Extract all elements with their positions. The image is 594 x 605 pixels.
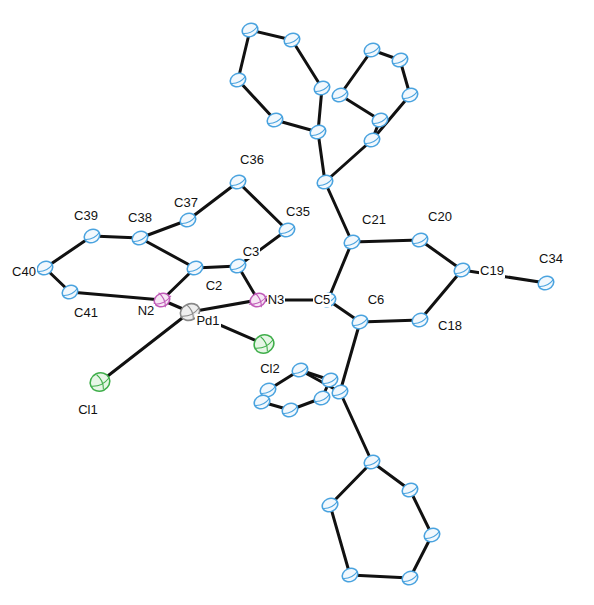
atom-ellipsoid	[228, 71, 248, 90]
atom-ellipsoid	[308, 123, 328, 142]
atom-ellipsoid	[130, 229, 150, 248]
atom-label: C21	[361, 213, 387, 227]
bond	[340, 392, 372, 462]
atom-label: C6	[367, 293, 386, 307]
atom-ellipsoid	[312, 79, 332, 98]
atom-label: C20	[427, 210, 453, 224]
bond	[292, 40, 322, 88]
atom-label: C34	[538, 252, 564, 266]
atom-ellipsoid	[185, 259, 205, 278]
bond	[238, 230, 287, 266]
atom-ellipsoid	[400, 481, 420, 500]
atom-ellipsoid	[87, 370, 113, 395]
atom-label: C39	[73, 209, 99, 223]
atom-ellipsoid	[410, 231, 430, 250]
atom-ellipsoid	[362, 131, 382, 150]
atom-ellipsoid	[35, 259, 55, 278]
bond	[318, 132, 325, 182]
bond	[140, 238, 195, 268]
atom-label: C38	[127, 211, 153, 225]
bond	[360, 320, 420, 322]
bond	[330, 462, 372, 505]
atom-ellipsoid	[330, 86, 350, 105]
atom-label: C5	[313, 293, 332, 307]
atom-ellipsoid	[536, 274, 556, 293]
atom-label: C35	[285, 205, 311, 219]
atom-ellipsoid	[290, 361, 310, 380]
atom-label: Cl1	[77, 403, 99, 417]
bond	[340, 322, 360, 392]
atom-ellipsoid	[350, 313, 370, 332]
atom-ellipsoid	[251, 332, 277, 357]
bond	[190, 312, 264, 344]
atom-ellipsoid	[82, 227, 102, 246]
bond	[238, 182, 287, 230]
atom-ellipsoid	[410, 311, 430, 330]
atom-ellipsoid	[315, 173, 335, 192]
bond	[328, 242, 352, 300]
atom-label: C40	[11, 265, 37, 279]
atom-ellipsoid	[452, 261, 472, 280]
atom-ellipsoid	[228, 173, 248, 192]
atom-label: C2	[205, 279, 224, 293]
atom-ellipsoid	[60, 283, 80, 302]
atom-ellipsoid	[312, 389, 332, 408]
atom-ellipsoid	[400, 86, 420, 105]
atom-label: N3	[267, 293, 286, 307]
bond	[70, 292, 162, 300]
bond	[410, 490, 432, 535]
atom-ellipsoid	[228, 257, 248, 276]
bond	[325, 140, 372, 182]
atom-label: C37	[173, 196, 199, 210]
atom-ellipsoid	[340, 566, 360, 585]
atom-ellipsoid	[342, 233, 362, 252]
atom-label: C3	[242, 245, 261, 259]
atom-label: C41	[73, 306, 99, 320]
bond	[238, 80, 275, 120]
bond	[325, 182, 352, 242]
atom-ellipsoid	[362, 453, 382, 472]
atom-label: N2	[137, 304, 156, 318]
atom-ellipsoid	[277, 221, 297, 240]
atom-ellipsoid	[390, 51, 410, 70]
atom-ellipsoid	[320, 496, 340, 515]
atom-label: C18	[437, 319, 463, 333]
bond	[330, 505, 350, 575]
atom-ellipsoid	[240, 21, 260, 40]
atom-ellipsoid	[282, 31, 302, 50]
atom-ellipsoid	[422, 526, 442, 545]
atom-ellipsoid	[400, 569, 420, 588]
atom-label: C19	[479, 264, 505, 278]
atom-label: Cl2	[259, 362, 281, 376]
atom-ellipsoid	[265, 111, 285, 130]
bond	[100, 312, 190, 382]
bond	[350, 575, 410, 578]
atom-ellipsoid	[320, 371, 340, 390]
atom-ellipsoid	[362, 41, 382, 60]
atom-ellipsoid	[252, 393, 272, 412]
atom-label: C36	[239, 153, 265, 167]
atom-ellipsoid	[280, 401, 300, 420]
bond	[420, 270, 462, 320]
atom-ellipsoid	[370, 111, 390, 130]
bond	[352, 240, 420, 242]
bond	[420, 240, 462, 270]
atom-ellipsoid	[178, 211, 198, 230]
atom-label: Pd1	[195, 314, 220, 328]
